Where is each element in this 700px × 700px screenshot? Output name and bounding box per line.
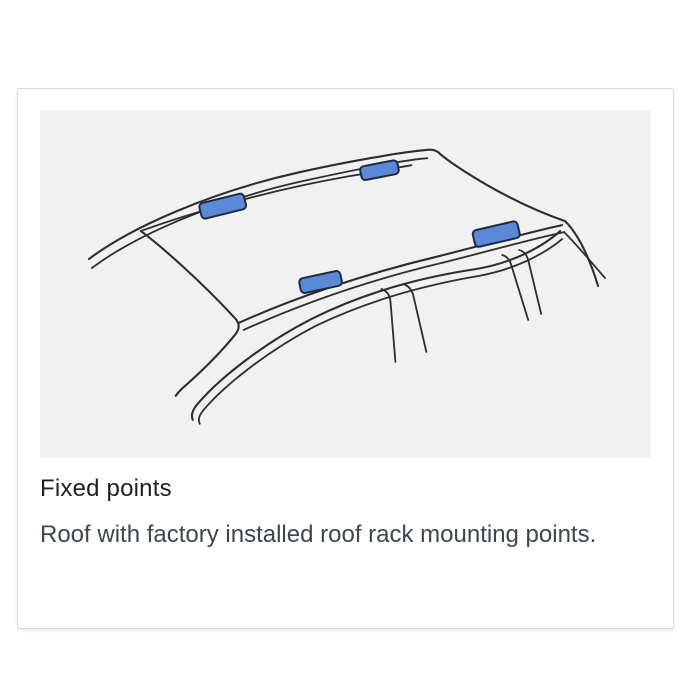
car-roof-fixed-points-icon [87,148,606,425]
mount-point-rear-left [298,270,343,294]
car-roof-outline [87,148,606,425]
card-description: Roof with factory installed roof rack mo… [40,521,597,548]
card-title: Fixed points [40,475,172,502]
car-roof-illustration [40,110,651,458]
mount-point-front-left [198,192,248,220]
mount-point-rear-right [471,220,521,248]
mount-points [198,159,521,294]
mount-point-front-right [359,159,400,181]
fit-option-card[interactable]: Fixed points Roof with factory installed… [17,88,674,629]
